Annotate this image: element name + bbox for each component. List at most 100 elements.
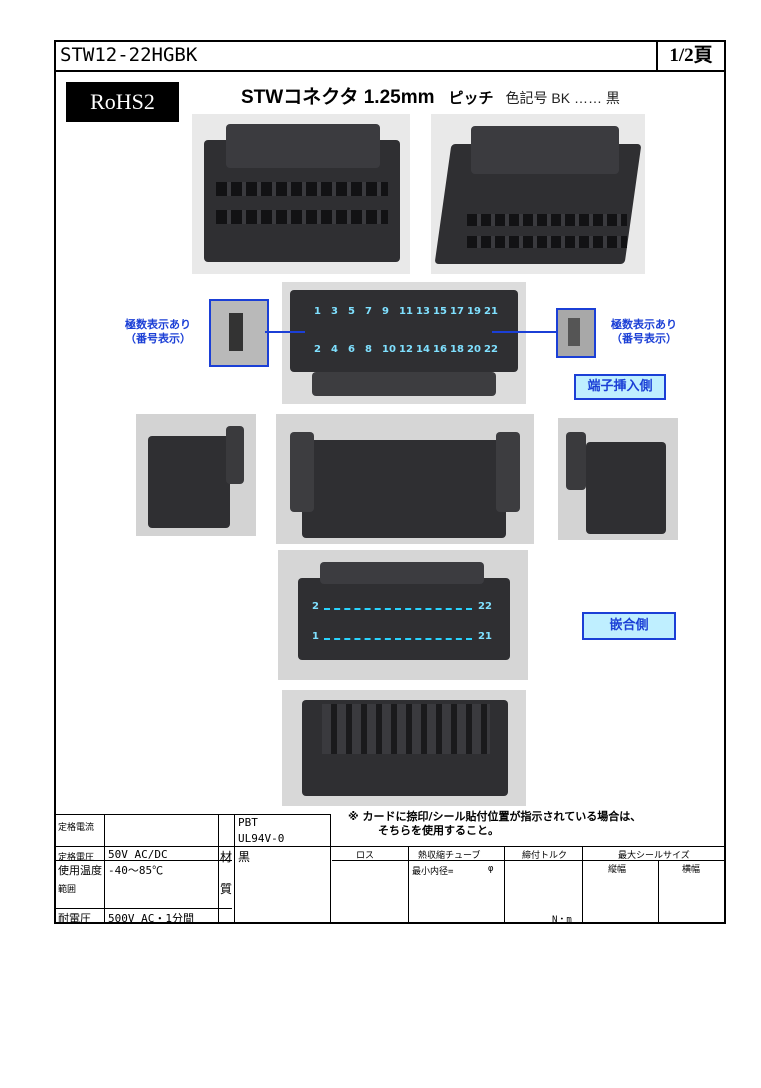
pin-number: 22 (484, 344, 498, 355)
col-torque: 締付トルク (522, 851, 568, 861)
seal-note: ※ カードに捺印/シール貼付位置が指示されている場合は、 そちらを使用すること。 (348, 810, 641, 838)
table-line (56, 908, 232, 909)
slot-row (216, 182, 388, 196)
pin-number: 20 (467, 344, 481, 355)
withstand-value: 500V AC・1分間 (108, 912, 194, 925)
pin-number: 13 (416, 306, 430, 317)
pin-number: 21 (484, 306, 498, 317)
pin-number: 11 (399, 306, 413, 317)
pin-number: 12 (399, 344, 413, 355)
connector-back-photo (282, 690, 526, 806)
pin-number: 6 (348, 344, 355, 355)
pin-label-photo-right (556, 308, 596, 358)
part-number: STW12-22HGBK (60, 44, 198, 66)
pin-number: 9 (382, 306, 389, 317)
pin-number: 8 (365, 344, 372, 355)
table-line (658, 860, 659, 922)
pin-label-photo-left (209, 299, 269, 367)
pin-number: 14 (416, 344, 430, 355)
temp-label-2: 範囲 (58, 885, 77, 895)
material-line2: UL94V-0 (238, 832, 285, 845)
table-line (104, 814, 105, 922)
connector-top-photo (276, 414, 534, 544)
rib-row (322, 704, 490, 754)
seal-note-line2: そちらを使用すること。 (378, 824, 499, 837)
title-name: STWコネクタ 1.25mm (241, 87, 435, 108)
table-line (234, 814, 235, 922)
pin-number: 16 (433, 344, 447, 355)
mating-lower-end: 21 (478, 631, 492, 642)
seal-width: 横幅 (682, 865, 701, 875)
mating-side-photo: 2 22 1 21 (278, 550, 528, 680)
right-note-line2: （番号表示） (611, 332, 677, 345)
pin-number: 4 (331, 344, 338, 355)
pin-number: 18 (450, 344, 464, 355)
table-line (582, 846, 583, 922)
tube-min-diameter: 最小内径= (412, 867, 454, 877)
rated-current-label: 定格電流 (58, 823, 95, 833)
title-pitch: ピッチ (448, 90, 494, 107)
col-tube: 熱収縮チューブ (418, 851, 481, 861)
pin-number: 17 (450, 306, 464, 317)
left-note-line2: （番号表示） (125, 332, 191, 345)
col-seal: 最大シールサイズ (618, 851, 690, 861)
table-line (56, 860, 232, 861)
table-line (330, 814, 331, 922)
table-line (582, 860, 724, 861)
mating-upper-start: 2 (312, 601, 319, 612)
right-pin-note: 極数表示あり （番号表示） (594, 318, 694, 346)
connector-side-left-photo (136, 414, 256, 536)
mating-upper-end: 22 (478, 601, 492, 612)
tube-phi: φ (488, 864, 494, 874)
callout-arrow-left (265, 331, 305, 333)
temp-label-1: 使用温度 (58, 864, 102, 877)
seal-note-line1: ※ カードに捺印/シール貼付位置が指示されている場合は、 (348, 810, 642, 823)
table-line (408, 846, 409, 922)
pin-number: 1 (314, 306, 321, 317)
slot-row (216, 210, 388, 224)
rated-voltage-value: 50V AC/DC (108, 848, 168, 861)
pin-number: 3 (331, 306, 338, 317)
table-line (218, 814, 219, 922)
mating-side-label: 嵌合側 (582, 612, 676, 640)
rohs-badge: RoHS2 (66, 82, 179, 122)
table-top-line (56, 814, 330, 815)
table-line (332, 860, 724, 861)
material-label-2: 質 (220, 882, 233, 896)
left-note-line1: 極数表示あり (125, 318, 191, 331)
withstand-label: 耐電圧 (58, 912, 91, 925)
pin-number: 15 (433, 306, 447, 317)
title-color: 色記号 BK …… 黒 (505, 90, 620, 106)
table-line (56, 846, 724, 847)
pin-number: 7 (365, 306, 372, 317)
torque-unit: N・m (552, 915, 572, 925)
rated-voltage-label: 定格電圧 (58, 853, 95, 863)
material-color: 黒 (238, 850, 251, 864)
connector-photo-front (192, 114, 410, 274)
material-label-1: 材 (220, 850, 233, 864)
connector-side-right-photo (558, 418, 678, 540)
callout-arrow-right (492, 331, 556, 333)
pin-number: 5 (348, 306, 355, 317)
mating-lower-start: 1 (312, 631, 319, 642)
temp-value: -40～85℃ (108, 864, 164, 877)
pin-number: 19 (467, 306, 481, 317)
mating-dash-lower (324, 638, 472, 640)
pin-number: 10 (382, 344, 396, 355)
right-note-line1: 極数表示あり (611, 318, 677, 331)
seal-height: 縦幅 (608, 865, 627, 875)
slot-row (467, 236, 627, 248)
left-pin-note: 極数表示あり （番号表示） (108, 318, 208, 346)
product-title: STWコネクタ 1.25mm ピッチ色記号 BK …… 黒 (241, 82, 620, 109)
slot-row (467, 214, 627, 226)
material-line1: PBT (238, 816, 258, 829)
page-number: 1/2頁 (656, 42, 724, 70)
connector-photo-angle (431, 114, 645, 274)
drawing-sheet: STW12-22HGBK 1/2頁 RoHS2 STWコネクタ 1.25mm ピッ… (54, 40, 726, 925)
mating-dash-upper (324, 608, 472, 610)
terminal-insert-side-label: 端子挿入側 (574, 374, 666, 400)
pin-number: 2 (314, 344, 321, 355)
header-bar: STW12-22HGBK 1/2頁 (56, 42, 724, 72)
table-line (504, 846, 505, 922)
